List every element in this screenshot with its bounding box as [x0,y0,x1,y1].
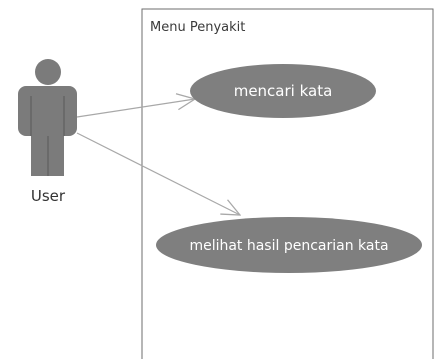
use-case-mencari-kata: mencari kata [190,64,376,118]
actor-user-icon [18,59,77,176]
association-line-mencari-kata [76,99,195,118]
system-boundary [141,8,434,359]
actor-label: User [31,187,66,205]
association-line-melihat-hasil [76,132,240,215]
use-case-label: melihat hasil pencarian kata [189,238,388,254]
system-title: Menu Penyakit [150,20,245,35]
use-case-label: mencari kata [234,82,333,100]
use-case-melihat-hasil-pencarian-kata: melihat hasil pencarian kata [156,217,422,273]
